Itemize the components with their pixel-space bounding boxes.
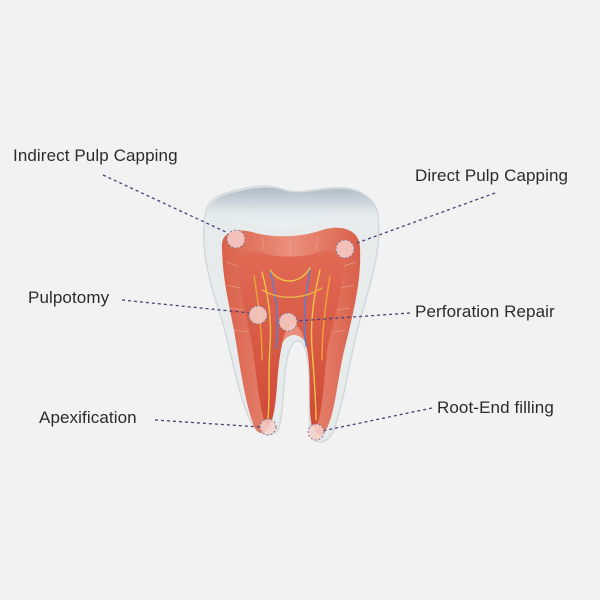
marker-pulpotomy (248, 305, 268, 325)
dentin-texture (225, 235, 357, 333)
pulp-chamber (238, 250, 345, 427)
leader-root-end (321, 407, 433, 432)
site-markers (226, 229, 355, 441)
label-perforation-repair: Perforation Repair (415, 302, 555, 321)
leader-direct (353, 192, 496, 245)
marker-root-end-filling (307, 423, 325, 441)
label-pulpotomy: Pulpotomy (28, 288, 110, 307)
leader-perforation (295, 312, 411, 322)
label-root-end-filling: Root-End filling (437, 398, 554, 417)
leader-lines (102, 174, 496, 432)
nerves-and-vessels (253, 267, 331, 421)
marker-perforation-repair (278, 312, 298, 332)
leader-indirect (102, 174, 229, 234)
marker-apexification (259, 418, 277, 436)
marker-indirect-pulp-capping (226, 229, 246, 249)
label-indirect-pulp-capping: Indirect Pulp Capping (13, 146, 178, 165)
leader-apexification (154, 419, 261, 428)
label-apexification: Apexification (39, 408, 137, 427)
marker-direct-pulp-capping (335, 239, 355, 259)
label-direct-pulp-capping: Direct Pulp Capping (415, 166, 569, 185)
enamel-crown (205, 187, 378, 227)
